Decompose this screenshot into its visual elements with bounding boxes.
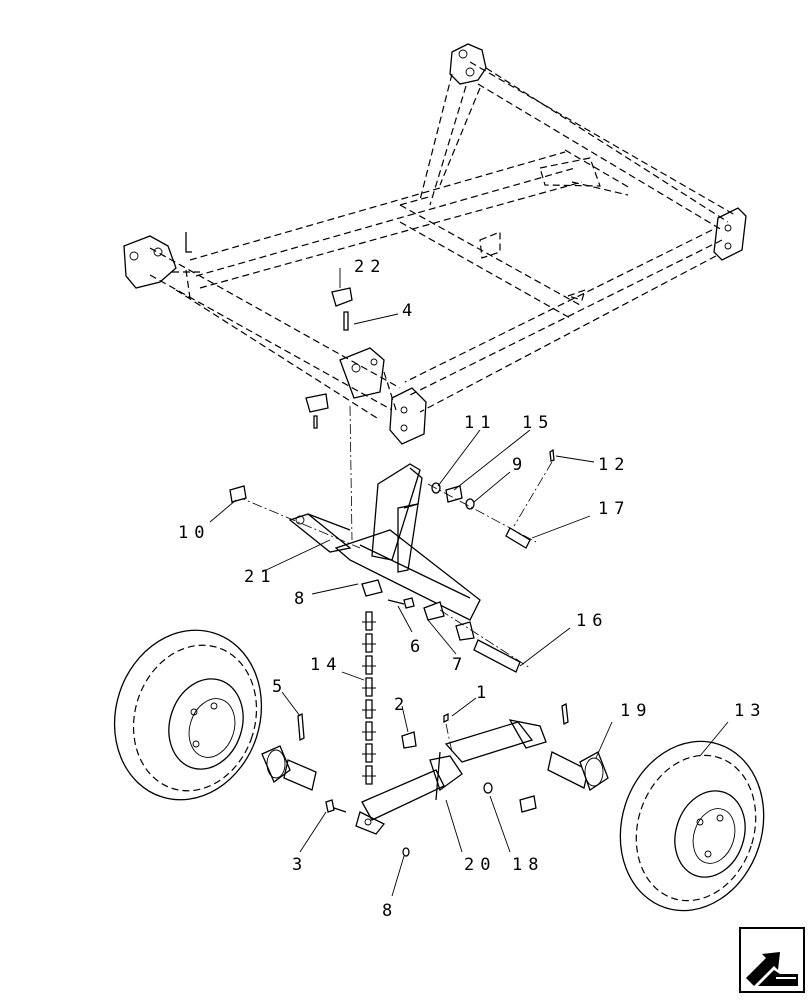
callout-7: 7 — [452, 655, 468, 675]
callout-18: 18 — [512, 855, 544, 875]
left-wheel — [113, 629, 317, 801]
callout-9: 9 — [512, 455, 528, 475]
callout-1: 1 — [476, 683, 492, 703]
callout-20: 20 — [464, 855, 496, 875]
axle-beam — [325, 712, 547, 857]
callout-19: 19 — [620, 701, 652, 721]
walking-beam-assembly — [229, 405, 555, 673]
callout-6: 6 — [410, 637, 426, 657]
callout-10: 10 — [178, 523, 210, 543]
callout-14: 14 — [310, 655, 342, 675]
callout-12: 12 — [598, 455, 630, 475]
next-page-arrow-icon[interactable] — [739, 927, 805, 993]
callout-8-bottom: 8 — [382, 901, 398, 921]
callout-8-top: 8 — [294, 589, 310, 609]
callout-3: 3 — [292, 855, 308, 875]
callout-21: 21 — [244, 567, 276, 587]
callout-17: 17 — [598, 499, 630, 519]
main-frame — [123, 43, 747, 445]
chain — [362, 611, 376, 785]
callout-15: 15 — [522, 413, 554, 433]
callout-4: 4 — [402, 301, 418, 321]
callout-16: 16 — [576, 611, 608, 631]
callout-13: 13 — [734, 701, 766, 721]
callout-labels: 22 4 11 15 9 12 17 10 21 8 16 6 7 14 5 1… — [178, 257, 766, 921]
callout-2: 2 — [394, 695, 410, 715]
leader-lines — [209, 268, 729, 897]
callout-11: 11 — [464, 413, 496, 433]
right-wheel — [547, 703, 765, 912]
callout-5: 5 — [272, 677, 288, 697]
callout-22: 22 — [354, 257, 386, 277]
